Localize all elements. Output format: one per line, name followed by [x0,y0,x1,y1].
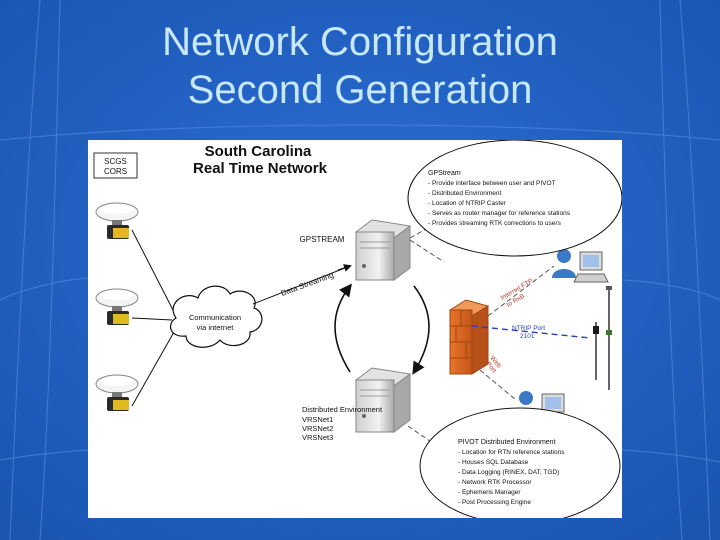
ntrip-label-line-2: 2101 [520,333,535,340]
pivot-box-item: - Houses SQL Database [458,459,529,466]
pivot-box-item: - Network RTK Processor [458,479,532,486]
data-streaming-label: Data Streaming [280,270,335,297]
dashed-link [487,265,555,317]
diagram-panel: SCGS CORS South Carolina Real Time Netwo… [88,140,622,518]
pivot-box-item: - Data Logging (RINEX, DAT, TGD) [458,469,559,476]
pivot-info-bubble [419,407,621,518]
title-line-1: Network Configuration [162,20,558,64]
gpstream-server-icon [354,219,412,281]
dashed-link [409,239,445,263]
gpstream-box-item: - Provide interface between user and PIV… [428,180,556,187]
distributed-label-line-4: VRSNet3 [302,433,333,442]
gpstream-box-item: - Distributed Environment [428,190,502,197]
pivot-box-item: - Post Processing Engine [458,499,531,506]
internet-cloud-icon [169,285,263,348]
slide-title: Network Configuration Second Generation [0,18,720,114]
receiver-link-line [131,331,175,407]
gpstream-box-item: - Location of NTRIP Caster [428,200,507,207]
diagram-heading-line-2: Real Time Network [193,160,328,177]
scgs-cors-box [93,152,138,179]
rover-pole-icon [606,286,612,390]
diagram-heading-line-1: South Carolina [205,143,312,160]
sync-arrow-up [334,283,352,373]
ntrip-label-line-1: NTRIP Port [512,325,545,332]
gps-receiver-icon [95,288,139,325]
distributed-label-line-3: VRSNet2 [302,424,333,433]
cloud-label-line-2: via internet [197,323,235,332]
sync-arrow-down [412,285,430,375]
pivot-box-title: PIVOT Distributed Environment [458,439,556,446]
pivot-box-item: - Ephemeris Manager [458,489,521,496]
receiver-link-line [131,317,173,321]
title-line-2: Second Generation [187,68,533,112]
gps-receiver-icon [95,374,139,411]
cloud-label-line-1: Communication [189,313,241,322]
dashed-link [479,369,517,401]
gpstream-box-item: - Serves as router manager for reference… [428,210,571,217]
scgs-label-line-2: CORS [104,167,127,176]
network-diagram: SCGS CORS South Carolina Real Time Netwo… [93,140,622,518]
gps-receiver-icon [95,202,139,239]
gpstream-info-bubble [407,140,622,257]
distributed-label-line-1: Distributed Environment [302,405,383,414]
gpstream-label: GPSTREAM [300,235,345,244]
scgs-label-line-1: SCGS [104,157,127,166]
data-streaming-line [252,265,351,305]
receiver-link-line [131,229,175,313]
rover-pole-icon [593,322,599,380]
firewall-icon [448,299,490,375]
user-workstation-icon [552,249,609,283]
gpstream-box-item: - Provides streaming RTK corrections to … [428,220,562,227]
gpstream-box-title: GPStream [428,170,461,177]
pivot-box-item: - Location for RTN reference stations [458,449,565,456]
pivot-server-icon [354,367,412,433]
distributed-label-line-2: VRSNet1 [302,415,333,424]
